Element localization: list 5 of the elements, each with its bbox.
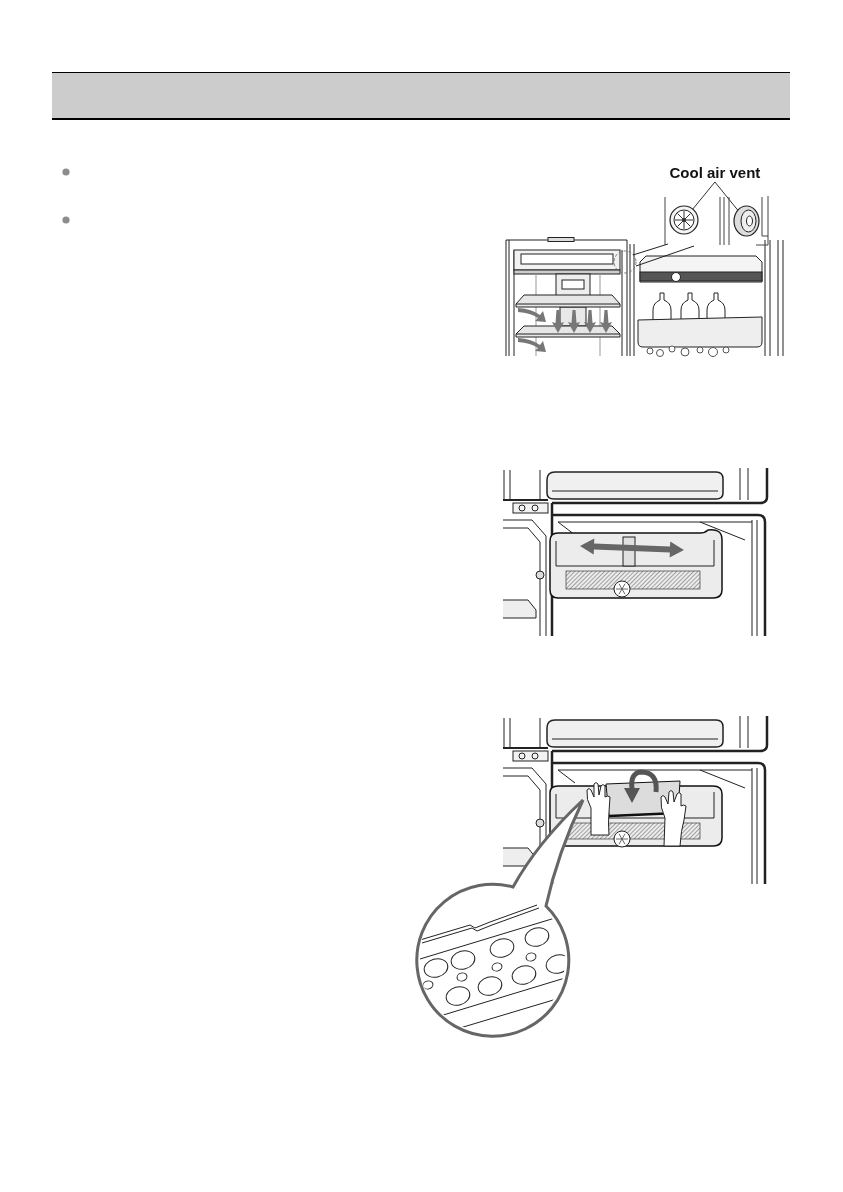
vent-icon — [733, 205, 760, 237]
leader-line — [714, 181, 739, 211]
callout-label: Cool air vent — [669, 164, 761, 182]
vent-icon — [669, 205, 699, 235]
leader-line — [692, 181, 716, 210]
